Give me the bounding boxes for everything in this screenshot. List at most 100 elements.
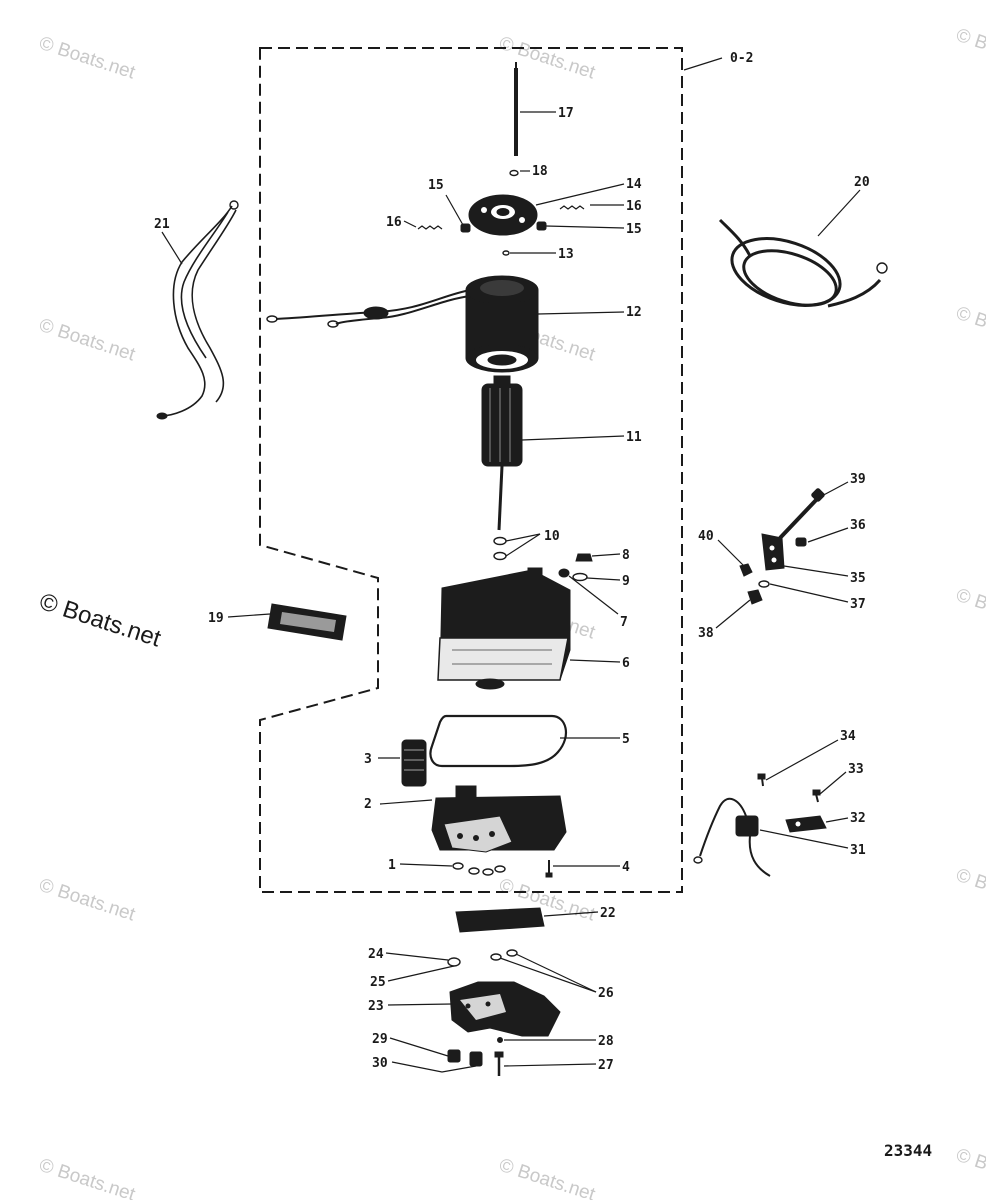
figure-number: 23344 xyxy=(884,1141,932,1160)
screw-part xyxy=(812,789,821,803)
brush-part xyxy=(536,221,547,231)
callout-label: 25 xyxy=(370,975,386,990)
callout-label: 18 xyxy=(532,164,548,179)
callout-label: 30 xyxy=(372,1056,388,1071)
washer-part xyxy=(572,572,588,582)
bolt-part xyxy=(778,488,825,540)
callout-label: 35 xyxy=(850,571,866,586)
watermark: © Boats.net xyxy=(953,585,986,636)
plug-part xyxy=(558,568,570,578)
small-ring-part xyxy=(509,169,519,177)
callout-label: 1 xyxy=(388,858,396,873)
valve-body-part xyxy=(449,981,561,1037)
mounting-bracket-part xyxy=(761,533,785,571)
callout-label: 12 xyxy=(626,305,642,320)
screw-part xyxy=(575,553,593,562)
decal-part xyxy=(267,603,347,641)
callout-label: 8 xyxy=(622,548,630,563)
callout-label: 15 xyxy=(428,178,444,193)
callout-label: 37 xyxy=(850,597,866,612)
callout-label: 22 xyxy=(600,906,616,921)
callout-label: 11 xyxy=(626,430,642,445)
screw-part xyxy=(494,1051,504,1076)
callout-label: 28 xyxy=(598,1034,614,1049)
tiny-washer-part xyxy=(502,250,510,256)
callout-label: 36 xyxy=(850,518,866,533)
watermark: © Boats.net xyxy=(496,33,598,84)
callout-label: 29 xyxy=(372,1032,388,1047)
watermark: © Boats.net xyxy=(953,1145,986,1196)
callout-label: 13 xyxy=(558,247,574,262)
washer-part xyxy=(758,580,770,588)
brush-plate-part xyxy=(468,194,538,236)
cable-coil-part xyxy=(718,218,888,308)
watermark: © Boats.net xyxy=(36,1155,138,1200)
harness-part xyxy=(156,200,239,420)
screw-part xyxy=(795,537,807,547)
callout-label: 17 xyxy=(558,106,574,121)
watermark-large: © Boats.net xyxy=(36,588,164,653)
callout-labels: 0-2 17 18 14 15 15 16 16 13 12 11 10 8 9… xyxy=(154,51,870,1073)
watermark: © Boats.net xyxy=(36,33,138,84)
callout-label: 31 xyxy=(850,843,866,858)
plug-part xyxy=(447,1049,461,1063)
callout-label: 2 xyxy=(364,797,372,812)
bracket-part xyxy=(455,907,545,933)
callout-label: 14 xyxy=(626,177,642,192)
nut-part xyxy=(739,563,753,577)
watermark: © Boats.net xyxy=(36,315,138,366)
ring-part xyxy=(506,949,518,957)
motor-leads-part xyxy=(266,289,471,328)
ring-part xyxy=(447,957,461,967)
watermark: © Boats.net xyxy=(496,1155,598,1200)
plug-part xyxy=(469,1051,483,1067)
screw-part xyxy=(757,773,766,787)
watermark: © Boats.net xyxy=(953,303,986,354)
gasket-part xyxy=(429,714,568,768)
callout-label: 6 xyxy=(622,656,630,671)
ball-part xyxy=(497,1037,503,1043)
pump-assembly-part xyxy=(431,785,567,853)
callout-label: 15 xyxy=(626,222,642,237)
motor-housing-part xyxy=(465,275,539,373)
callout-label: 32 xyxy=(850,811,866,826)
callout-label: 33 xyxy=(848,762,864,777)
callout-label: 7 xyxy=(620,615,628,630)
callout-label: 5 xyxy=(622,732,630,747)
armature-part xyxy=(481,375,523,531)
callout-label: 10 xyxy=(544,529,560,544)
brush-part xyxy=(460,223,471,233)
callout-label: 4 xyxy=(622,860,630,875)
callout-label: 16 xyxy=(626,199,642,214)
watermark: © Boats.net xyxy=(953,25,986,76)
callout-label: 16 xyxy=(386,215,402,230)
callout-label: 27 xyxy=(598,1058,614,1073)
callout-label: 40 xyxy=(698,529,714,544)
o-ring-part xyxy=(493,551,507,561)
callout-label: 39 xyxy=(850,472,866,487)
screw-part xyxy=(545,860,553,878)
callout-label: 3 xyxy=(364,752,372,767)
assembly-boundary xyxy=(259,47,683,893)
callout-label: 24 xyxy=(368,947,384,962)
spring-part xyxy=(417,225,443,230)
callout-label: 19 xyxy=(208,611,224,626)
spring-part xyxy=(559,205,585,210)
switch-part xyxy=(693,797,771,877)
callout-label: 38 xyxy=(698,626,714,641)
callout-label: 0-2 xyxy=(730,51,753,66)
o-rings-part xyxy=(452,862,506,876)
leader-lines xyxy=(161,57,861,1073)
nut-part xyxy=(747,589,763,605)
callout-label: 21 xyxy=(154,217,170,232)
callout-label: 20 xyxy=(854,175,870,190)
callout-label: 23 xyxy=(368,999,384,1014)
watermark: © Boats.net xyxy=(953,865,986,916)
o-ring-part xyxy=(493,536,507,546)
ring-part xyxy=(490,953,502,961)
callout-label: 26 xyxy=(598,986,614,1001)
clamp-part xyxy=(785,815,827,833)
callout-label: 34 xyxy=(840,729,856,744)
filter-part xyxy=(401,739,427,787)
